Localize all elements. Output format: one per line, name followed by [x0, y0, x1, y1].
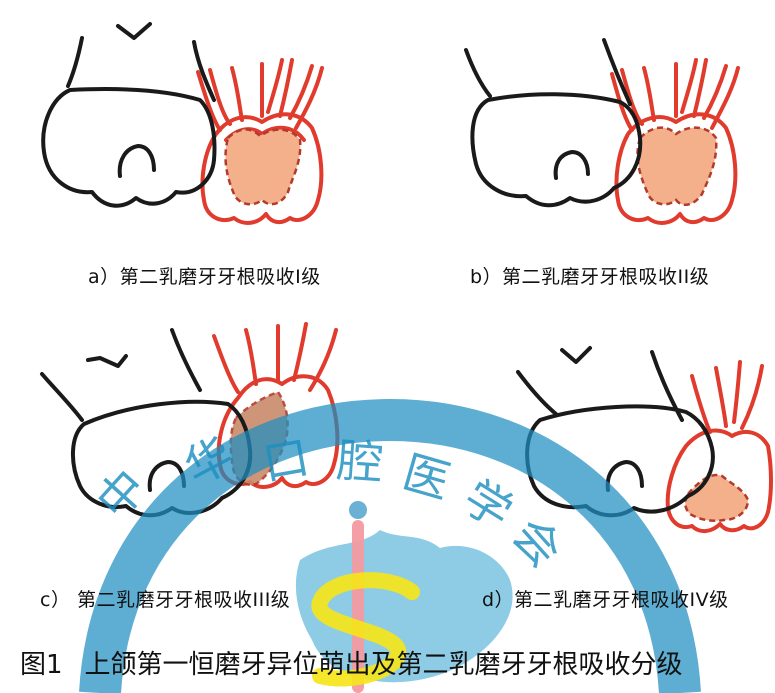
panel-a-primary-molar — [43, 24, 214, 206]
watermark-char-4: 腔 — [335, 433, 385, 490]
watermark-char-5: 医 — [397, 445, 456, 510]
panel-d-resorption-area — [685, 475, 748, 521]
watermark-char-3: 口 — [259, 430, 314, 491]
panel-a-resorption-area — [226, 129, 301, 204]
watermark-staff-top — [349, 501, 367, 519]
figure-title: 上颌第一恒磨牙异位萌出及第二乳磨牙牙根吸收分级 — [85, 650, 683, 680]
watermark-char-6: 学 — [454, 470, 522, 540]
figure-caption: 图1 上颌第一恒磨牙异位萌出及第二乳磨牙牙根吸收分级 — [20, 644, 683, 681]
panel-b-resorption-area — [638, 128, 717, 205]
panel-a-illustration — [43, 24, 322, 223]
panel-a-caption: a）第二乳磨牙牙根吸收I级 — [88, 262, 321, 289]
watermark-char-7: 会 — [502, 507, 573, 577]
panel-d-caption: d）第二乳磨牙牙根吸收IV级 — [482, 585, 729, 612]
panel-b-illustration — [466, 40, 738, 223]
figure-number: 图1 — [20, 650, 63, 680]
panel-d-illustration — [518, 348, 771, 531]
panel-b-primary-molar — [466, 40, 640, 205]
panel-b-caption: b）第二乳磨牙牙根吸收II级 — [470, 262, 709, 289]
panel-c-caption: c） 第二乳磨牙牙根吸收III级 — [40, 585, 290, 612]
